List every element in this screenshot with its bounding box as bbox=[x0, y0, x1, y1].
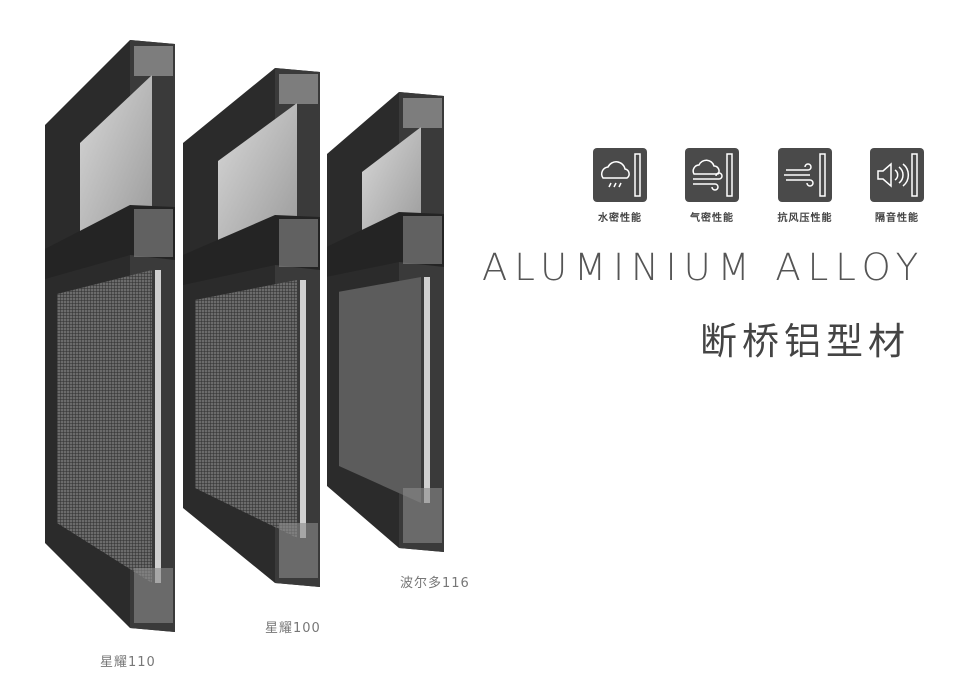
window-bordeaux116-glass-edge bbox=[424, 277, 430, 503]
window-xingyao110-bottom-profile bbox=[134, 568, 173, 623]
wind-icon bbox=[778, 148, 832, 202]
window-xingyao110-glass-edge bbox=[155, 270, 161, 583]
cloud-wind-icon bbox=[685, 148, 739, 202]
speaker-sound-icon bbox=[870, 148, 924, 202]
product-label-bordeaux116: 波尔多116 bbox=[400, 576, 470, 591]
feature-label: 水密性能 bbox=[598, 213, 642, 224]
window-xingyao100-screen bbox=[195, 280, 297, 538]
feature-watertight: 水密性能 bbox=[585, 148, 655, 224]
window-xingyao110-screen bbox=[57, 270, 152, 583]
window-xingyao110-top-glass bbox=[80, 75, 152, 241]
feature-label: 抗风压性能 bbox=[777, 213, 833, 224]
product-label-xingyao110: 星耀110 bbox=[100, 655, 156, 670]
window-xingyao110-top-profile bbox=[134, 46, 173, 76]
window-xingyao100-transom-profile bbox=[279, 219, 318, 267]
window-xingyao110-transom-profile bbox=[134, 209, 173, 257]
window-xingyao100-glass-edge bbox=[300, 280, 306, 538]
window-bordeaux116-top-glass bbox=[362, 127, 421, 241]
product-label-xingyao100: 星耀100 bbox=[265, 621, 321, 636]
window-bordeaux116-transom-profile bbox=[403, 216, 442, 264]
feature-label: 隔音性能 bbox=[875, 213, 919, 224]
feature-sound-insulation: 隔音性能 bbox=[862, 148, 932, 224]
feature-wind-pressure: 抗风压性能 bbox=[770, 148, 840, 224]
window-bordeaux116-bottom-profile bbox=[403, 488, 442, 543]
window-xingyao100-bottom-profile bbox=[279, 523, 318, 578]
feature-label: 气密性能 bbox=[690, 213, 734, 224]
window-bordeaux116-top-profile bbox=[403, 98, 442, 128]
page-title: ALUMINIUM ALLOY bbox=[482, 246, 926, 289]
window-bordeaux116-screen bbox=[339, 277, 421, 503]
window-xingyao100-top-glass bbox=[218, 103, 297, 248]
page-subtitle: 断桥铝型材 bbox=[700, 320, 910, 363]
window-xingyao100-top-profile bbox=[279, 74, 318, 104]
rain-cloud-icon bbox=[593, 148, 647, 202]
feature-airtight: 气密性能 bbox=[677, 148, 747, 224]
